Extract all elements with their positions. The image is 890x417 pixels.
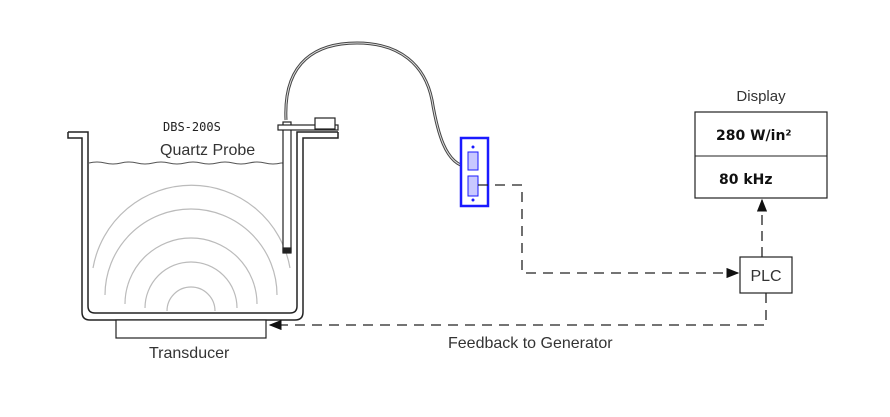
transducer [115,319,267,339]
plc-label: PLC [750,268,781,285]
sensor-to-plc-line [478,184,740,279]
feedback-line [268,293,767,331]
display-title: Display [736,88,786,105]
ultrasonic-waves [92,184,291,312]
feedback-label: Feedback to Generator [448,335,613,352]
water-surface [88,161,284,165]
display-box [694,111,828,199]
probe-cable [284,41,469,169]
probe-model-label: DBS-200S [163,120,221,134]
tank [67,131,339,321]
transducer-label: Transducer [149,345,230,362]
quartz-probe [277,117,339,254]
plc-box [739,256,793,294]
frequency-readout: 80 kHz [719,172,773,188]
probe-name-label: Quartz Probe [160,142,255,159]
power-density-readout: 280 W/in² [716,128,792,144]
sensor-module [459,136,490,208]
